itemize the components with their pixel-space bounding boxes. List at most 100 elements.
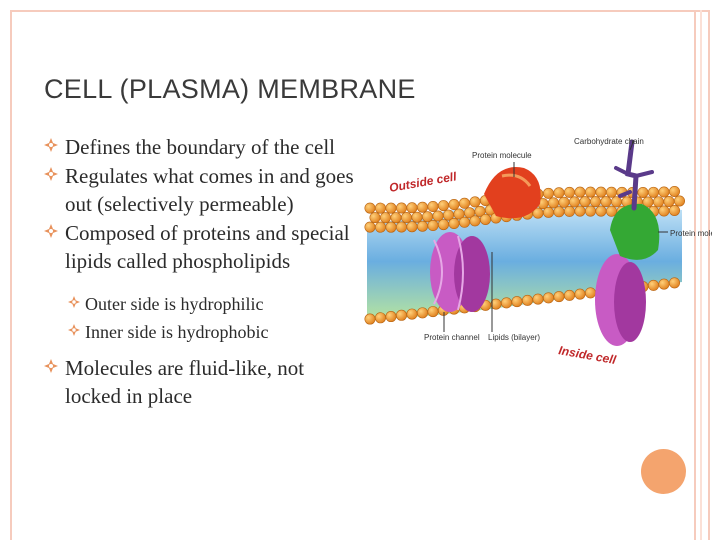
- bullet-item: Molecules are fluid-like, not locked in …: [44, 354, 364, 411]
- lipid-head: [663, 195, 675, 207]
- lipid-head: [406, 308, 418, 320]
- lipid-head: [375, 202, 386, 214]
- lipid-head: [668, 204, 680, 216]
- lipid-head: [543, 187, 555, 199]
- lipid-head: [369, 212, 381, 224]
- lipid-head: [558, 196, 570, 208]
- lipid-head: [427, 306, 439, 318]
- lipid-head: [411, 211, 423, 223]
- lipid-head: [448, 198, 460, 210]
- lipid-head: [438, 219, 450, 231]
- bullet-item: Defines the boundary of the cell: [44, 133, 364, 162]
- lipid-head: [438, 200, 450, 212]
- bullet-list: Defines the boundary of the cell Regulat…: [44, 133, 364, 411]
- bullet-item: Composed of proteins and special lipids …: [44, 219, 364, 276]
- bullet-text: Regulates what comes in and goes out (se…: [65, 163, 354, 217]
- lipid-head: [469, 196, 481, 208]
- lipid-head: [416, 201, 428, 213]
- lipid-head: [501, 297, 513, 309]
- protein-channel-left: [430, 232, 490, 312]
- lipid-head: [395, 202, 407, 214]
- sub-bullet-text: Inner side is hydrophobic: [85, 321, 269, 342]
- lipid-head: [364, 221, 376, 233]
- lipid-head: [548, 197, 560, 209]
- lipid-head: [673, 195, 685, 207]
- frame-top-border: [10, 10, 710, 26]
- bullet-text: Defines the boundary of the cell: [65, 135, 335, 159]
- label-protein-channel: Protein channel: [424, 333, 480, 342]
- lipid-head: [400, 212, 412, 224]
- lipid-head: [543, 292, 555, 304]
- lipid-head: [385, 311, 397, 323]
- lipid-head: [668, 185, 680, 197]
- protein-channel-right: [595, 254, 646, 346]
- lipid-head: [611, 196, 623, 208]
- lipid-head: [658, 205, 670, 217]
- frame-right-inner-border: [700, 10, 702, 540]
- lipid-head: [427, 201, 439, 213]
- lipid-head: [585, 186, 597, 198]
- lipid-head: [375, 312, 386, 324]
- lipid-head: [564, 186, 576, 198]
- bullet-text: Molecules are fluid-like, not locked in …: [65, 355, 305, 409]
- lipid-head: [574, 205, 586, 217]
- lipid-head: [600, 196, 612, 208]
- label-carbohydrate-chain: Carbohydrate chain: [574, 137, 644, 146]
- lipid-head: [585, 287, 597, 299]
- lipid-head: [427, 220, 439, 232]
- lipid-head: [416, 307, 428, 319]
- lipid-head: [637, 186, 649, 198]
- flower-bullet-icon: [68, 295, 80, 308]
- lipid-head: [585, 205, 597, 217]
- lipid-head: [590, 196, 602, 208]
- label-outside-cell: Outside cell: [388, 169, 458, 195]
- lipid-head: [569, 196, 581, 208]
- carbohydrate-chain: [614, 139, 654, 211]
- lipid-head: [375, 221, 386, 233]
- lipid-head: [564, 205, 576, 217]
- lipid-head: [385, 221, 397, 233]
- lipid-head: [553, 187, 565, 199]
- lipid-head: [416, 220, 428, 232]
- frame-right-border: [694, 10, 710, 540]
- lipid-head: [385, 202, 397, 214]
- label-lipids: Lipids (bilayer): [488, 333, 540, 342]
- lipid-head: [406, 221, 418, 233]
- lipid-head: [390, 212, 402, 224]
- bullet-item: Regulates what comes in and goes out (se…: [44, 162, 364, 219]
- cell-membrane-diagram: Protein molecule Carbohydrate chain Outs…: [364, 137, 712, 367]
- lipid-head: [395, 309, 407, 321]
- lipid-head: [511, 296, 523, 308]
- lipid-head: [595, 186, 607, 198]
- label-protein-molecule-top: Protein molecule: [472, 151, 532, 160]
- lipid-head: [395, 221, 407, 233]
- lipid-head: [364, 313, 376, 325]
- sub-bullet-item: Inner side is hydrophobic: [44, 318, 364, 346]
- lipid-head: [668, 277, 680, 289]
- lipid-head: [459, 216, 471, 228]
- lipid-head: [652, 196, 664, 208]
- protein-molecule-red: [484, 167, 541, 219]
- lipid-head: [647, 186, 659, 198]
- flower-bullet-icon: [68, 323, 80, 336]
- flower-bullet-icon: [44, 358, 58, 373]
- decorative-orange-circle: [641, 449, 686, 494]
- lipid-head: [606, 186, 618, 198]
- flower-bullet-icon: [44, 138, 58, 152]
- lipid-head: [574, 288, 586, 300]
- lipid-head: [658, 278, 670, 290]
- flower-bullet-icon: [44, 166, 58, 181]
- lipid-head: [459, 197, 471, 209]
- lipid-head: [480, 213, 492, 225]
- flower-bullet-icon: [44, 223, 58, 238]
- sub-bullet-item: Outer side is hydrophilic: [44, 290, 364, 318]
- lipid-head: [532, 293, 544, 305]
- diagram-leader-lines: [443, 139, 668, 332]
- lipid-head: [658, 186, 670, 198]
- lipid-head: [469, 215, 481, 227]
- lipid-head: [543, 206, 555, 218]
- lipid-head: [364, 202, 376, 214]
- lipid-head: [647, 279, 659, 291]
- lipid-head: [564, 289, 576, 301]
- bullet-text: Composed of proteins and special lipids …: [65, 220, 350, 274]
